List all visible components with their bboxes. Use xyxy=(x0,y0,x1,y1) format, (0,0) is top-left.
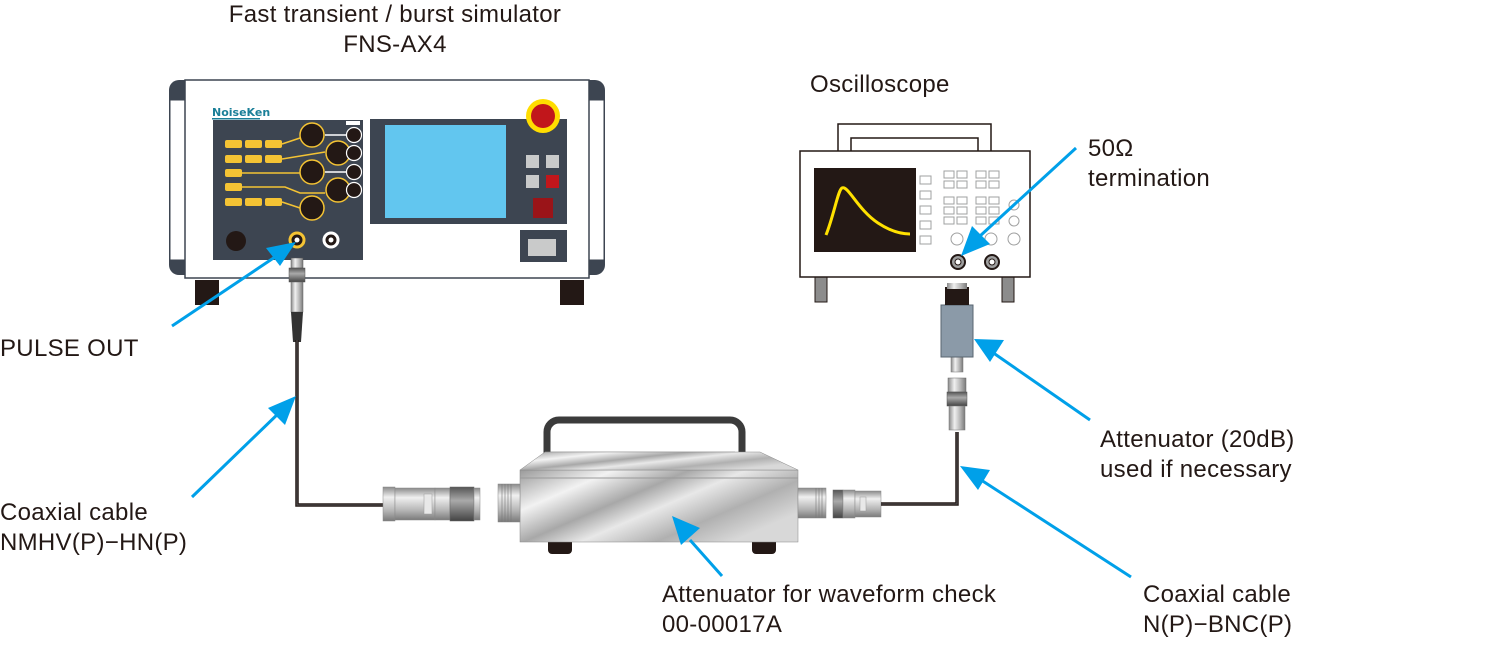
emergency-stop-button xyxy=(531,104,555,128)
n-plug xyxy=(832,489,844,519)
cable-left-callout: Coaxial cable NMHV(P)−HN(P) xyxy=(0,498,187,558)
brand-logo: NoiseKen xyxy=(212,106,270,119)
cable-left-line-2: NMHV(P)−HN(P) xyxy=(0,529,188,556)
lcd-screen xyxy=(385,125,506,218)
termination-callout: 50Ω termination xyxy=(1088,134,1210,194)
cable-left xyxy=(288,257,481,522)
panel-key-red xyxy=(546,175,559,188)
panel-key xyxy=(526,175,539,188)
arrow-cable-right-icon xyxy=(960,466,1132,579)
oscilloscope-label: Oscilloscope xyxy=(810,71,950,98)
oscilloscope-inputs xyxy=(950,254,1000,270)
attenuator-20db-line-2: used if necessary xyxy=(1100,456,1292,483)
arrow-termination-icon xyxy=(961,146,1078,256)
pulse-out-callout: PULSE OUT xyxy=(0,335,139,362)
power-switch xyxy=(528,239,556,256)
arrow-attenuator-main-icon xyxy=(672,516,724,577)
start-key xyxy=(533,198,553,218)
cable-right-line-1: Coaxial cable xyxy=(1143,581,1291,608)
simulator-foot-right xyxy=(560,280,584,305)
oscilloscope-device xyxy=(799,123,1031,303)
arrow-attenuator-20db-icon xyxy=(974,339,1091,422)
ground-terminal xyxy=(226,231,246,251)
attenuator-main-line-2: 00-00017A xyxy=(662,611,783,638)
simulator-device: NoiseKen xyxy=(169,79,605,305)
attenuator-20db-callout: Attenuator (20dB) used if necessary xyxy=(1100,425,1295,485)
cable-right-callout: Coaxial cable N(P)−BNC(P) xyxy=(1143,580,1292,640)
arrow-cable-left-icon xyxy=(190,396,296,499)
hn-plug xyxy=(382,486,396,522)
title: Fast transient / burst simulator FNS-AX4 xyxy=(150,0,640,60)
cable-right xyxy=(832,283,974,519)
cable-right-line-2: N(P)−BNC(P) xyxy=(1143,611,1293,638)
carry-handle xyxy=(543,416,746,460)
title-line-1: Fast transient / burst simulator xyxy=(228,1,562,28)
callout-arrows xyxy=(171,146,1132,579)
attenuator-output-jack xyxy=(797,487,827,519)
arrow-pulse-out-icon xyxy=(171,242,296,328)
oscilloscope-keys xyxy=(919,170,1021,246)
attenuator-main-line-1: Attenuator for waveform check xyxy=(662,581,997,608)
attenuator-20db xyxy=(940,304,974,358)
attenuator-20db-line-1: Attenuator (20dB) xyxy=(1100,426,1295,453)
attenuator-input-jack xyxy=(497,483,521,523)
waveform-trace xyxy=(824,186,911,236)
cable-left-line-1: Coaxial cable xyxy=(0,499,148,526)
termination-line-2: termination xyxy=(1088,165,1211,192)
attenuator-main xyxy=(497,416,827,554)
termination-line-1: 50Ω xyxy=(1088,135,1134,162)
attenuator-body xyxy=(519,469,799,543)
title-line-2: FNS-AX4 xyxy=(343,31,447,58)
panel-key xyxy=(546,155,559,168)
attenuator-main-callout: Attenuator for waveform check 00-00017A xyxy=(662,580,996,640)
coupling-indicators xyxy=(225,140,282,206)
panel-key xyxy=(526,155,539,168)
output-terminals xyxy=(299,122,351,221)
attenuator-20db-bnc xyxy=(945,287,969,305)
